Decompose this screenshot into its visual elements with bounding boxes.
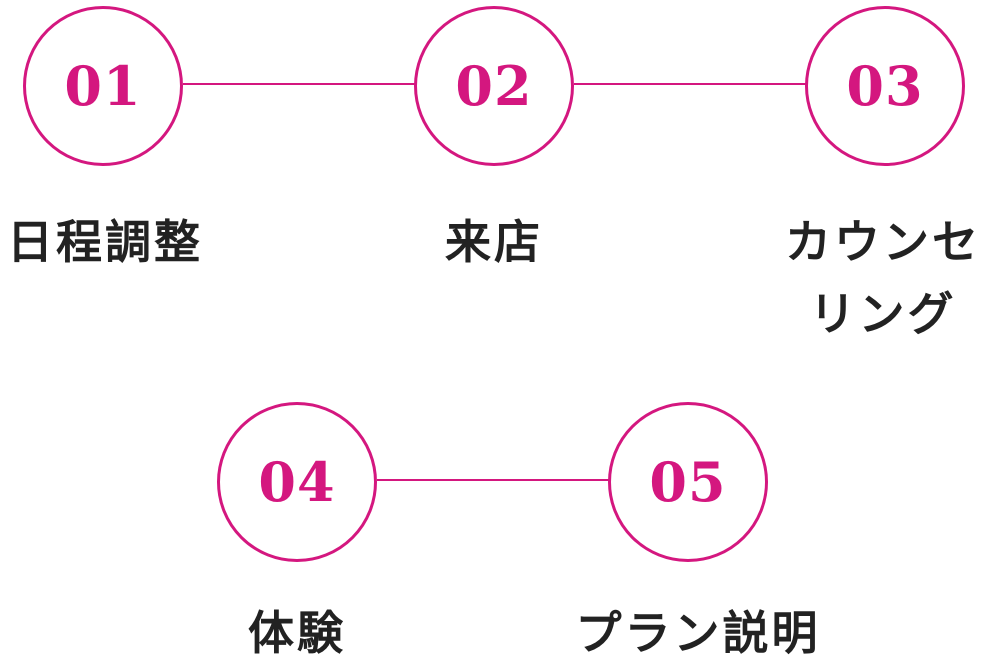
connector-line-02-03	[574, 83, 810, 85]
step-label-05: プラン説明	[575, 606, 821, 660]
step-number-05: 05	[649, 450, 727, 514]
step-circle-03: 03	[805, 6, 965, 166]
step-number-04: 04	[258, 450, 336, 514]
step-label-03-line1: カウンセ	[785, 215, 981, 269]
connector-line-04-05	[377, 479, 613, 481]
connector-line-01-02	[183, 83, 419, 85]
step-circle-05: 05	[608, 402, 768, 562]
step-circle-02: 02	[414, 6, 574, 166]
step-label-01: 日程調整	[7, 215, 203, 269]
step-circle-01: 01	[23, 6, 183, 166]
step-number-01: 01	[64, 54, 142, 118]
step-label-04: 体験	[248, 606, 346, 660]
step-number-03: 03	[846, 54, 924, 118]
step-label-03: カウンセ リング	[778, 206, 988, 350]
step-label-02: 来店	[445, 215, 543, 269]
step-circle-04: 04	[217, 402, 377, 562]
step-number-02: 02	[455, 54, 533, 118]
step-label-03-line2: リング	[809, 287, 957, 341]
